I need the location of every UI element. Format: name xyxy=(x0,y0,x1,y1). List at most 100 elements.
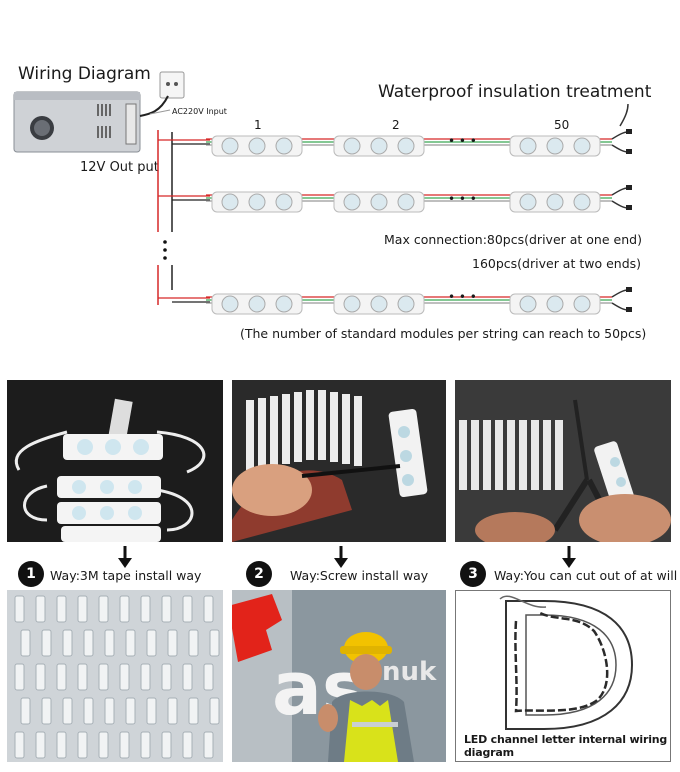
led-module xyxy=(209,629,220,657)
letter-diagram-caption: LED channel letter internal wiring diagr… xyxy=(464,733,668,759)
led-module xyxy=(167,629,178,657)
led-lens xyxy=(370,295,388,313)
led-module xyxy=(77,731,88,759)
led-module xyxy=(182,663,193,691)
led-lens xyxy=(397,295,415,313)
led-lens xyxy=(546,137,564,155)
led-module xyxy=(83,629,94,657)
led-module xyxy=(146,697,157,725)
install-way-label: Way:You can cut out of at will xyxy=(494,568,678,583)
led-module xyxy=(20,629,31,657)
led-module xyxy=(140,731,151,759)
photo-sign-worker: as nuk xyxy=(232,590,446,762)
led-module xyxy=(41,697,52,725)
led-module xyxy=(182,731,193,759)
led-lens xyxy=(275,295,293,313)
led-module xyxy=(188,697,199,725)
led-module xyxy=(14,731,25,759)
led-lens xyxy=(370,137,388,155)
led-lens xyxy=(397,137,415,155)
module-number-1: 1 xyxy=(254,118,262,132)
led-lens xyxy=(343,295,361,313)
led-module xyxy=(161,663,172,691)
led-lens xyxy=(397,193,415,211)
power-supply-icon xyxy=(13,91,141,153)
led-lens xyxy=(248,193,266,211)
led-module xyxy=(56,663,67,691)
led-lens xyxy=(221,193,239,211)
led-module xyxy=(140,663,151,691)
max-connection-text: Max connection:80pcs(driver at one end) xyxy=(384,232,642,247)
photo-led-modules xyxy=(7,380,223,542)
led-module xyxy=(98,595,109,623)
led-module xyxy=(119,663,130,691)
max-connection-two-ends-text: 160pcs(driver at two ends) xyxy=(472,256,642,271)
led-module xyxy=(203,595,214,623)
led-module xyxy=(98,663,109,691)
photo-screw-install xyxy=(232,380,446,542)
led-module xyxy=(77,595,88,623)
led-module xyxy=(203,731,214,759)
led-lens xyxy=(343,137,361,155)
step-number-badge: 2 xyxy=(246,561,272,587)
led-lens xyxy=(573,295,591,313)
led-lens xyxy=(248,295,266,313)
led-module xyxy=(104,629,115,657)
led-lens xyxy=(343,193,361,211)
ellipsis-row-1: • • • xyxy=(448,134,477,148)
led-module xyxy=(62,629,73,657)
led-module xyxy=(56,731,67,759)
waterproof-label: Waterproof insulation treatment xyxy=(378,82,652,102)
led-lens xyxy=(573,193,591,211)
led-lens xyxy=(248,137,266,155)
led-module xyxy=(209,697,220,725)
led-module xyxy=(20,697,31,725)
socket-icon xyxy=(159,71,185,99)
led-module xyxy=(98,731,109,759)
led-lens xyxy=(519,295,537,313)
ac-input-label: AC220V Input xyxy=(172,107,227,116)
arrow-down-icon xyxy=(334,546,348,568)
led-module xyxy=(35,731,46,759)
led-module xyxy=(104,697,115,725)
step-number-badge: 1 xyxy=(18,561,44,587)
led-module xyxy=(161,731,172,759)
module-number-2: 2 xyxy=(392,118,400,132)
led-lens xyxy=(275,137,293,155)
step-number-badge: 3 xyxy=(460,561,486,587)
led-lens xyxy=(573,137,591,155)
led-module xyxy=(119,731,130,759)
led-lens xyxy=(370,193,388,211)
led-module xyxy=(14,663,25,691)
letter-wiring-diagram xyxy=(455,590,671,762)
led-module xyxy=(41,629,52,657)
led-lens xyxy=(221,295,239,313)
led-module xyxy=(125,629,136,657)
led-lens xyxy=(221,137,239,155)
led-lens xyxy=(546,295,564,313)
led-lens xyxy=(519,137,537,155)
wiring-diagram-title: Wiring Diagram xyxy=(18,64,151,84)
photo-tape-install xyxy=(7,590,223,762)
sign-partial-text: nuk xyxy=(382,657,437,687)
led-module xyxy=(203,663,214,691)
wiring-diagram xyxy=(13,71,632,315)
led-module xyxy=(77,663,88,691)
led-module xyxy=(62,697,73,725)
module-number-50: 50 xyxy=(554,118,570,132)
led-lens xyxy=(275,193,293,211)
led-module xyxy=(83,697,94,725)
photo-cut-wires xyxy=(455,380,671,542)
led-module xyxy=(140,595,151,623)
ellipsis-row-3: • • • xyxy=(448,290,477,304)
led-module xyxy=(146,629,157,657)
led-module xyxy=(188,629,199,657)
led-module xyxy=(161,595,172,623)
led-lens xyxy=(546,193,564,211)
led-module xyxy=(14,595,25,623)
arrow-down-icon xyxy=(562,546,576,568)
led-module xyxy=(35,595,46,623)
install-way-label: Way:Screw install way xyxy=(290,568,429,583)
led-module xyxy=(182,595,193,623)
led-module xyxy=(35,663,46,691)
